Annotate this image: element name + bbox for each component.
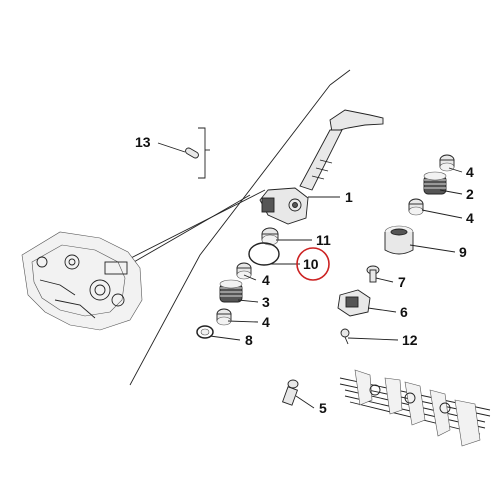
part-block-6 [337,289,371,317]
label-8: 8 [245,332,253,348]
label-4-mid-right: 4 [466,210,474,226]
part-circlip-8 [196,325,214,339]
part-pin-13 [185,147,199,159]
part-cylinder-9 [384,225,414,255]
shift-fork-assembly [339,369,491,447]
label-3: 3 [262,294,270,310]
label-12: 12 [402,332,418,348]
part-bolt-7 [366,265,380,283]
boundary-lines [119,69,351,386]
part-spring-3 [219,279,243,303]
part-gear-lever [259,109,384,225]
part-bushing-4d [408,198,424,216]
part-pin-5 [281,379,299,406]
highlight-circle [296,247,330,281]
label-11: 11 [316,232,331,248]
part-bushing-4b [216,308,232,326]
callout-labels: 13 1 11 10 4 3 4 8 5 4 2 4 9 7 6 12 [135,134,474,416]
label-7: 7 [398,274,406,290]
part-screw-12 [340,328,350,345]
label-6: 6 [400,304,408,320]
label-4-upper-right: 4 [466,164,474,180]
bracket-13 [198,127,210,179]
part-oring-10 [248,242,280,266]
gearbox-housing [21,231,143,331]
part-spring-2 [423,171,447,195]
label-13: 13 [135,134,151,150]
leader-lines [157,142,463,409]
label-10: 10 [303,256,319,272]
label-4-upper-left: 4 [262,272,270,288]
label-9: 9 [459,244,467,260]
label-4-lower-left: 4 [262,314,270,330]
label-1: 1 [345,189,353,205]
part-bushing-4c [439,154,455,172]
label-2: 2 [466,186,474,202]
label-5: 5 [319,400,327,416]
